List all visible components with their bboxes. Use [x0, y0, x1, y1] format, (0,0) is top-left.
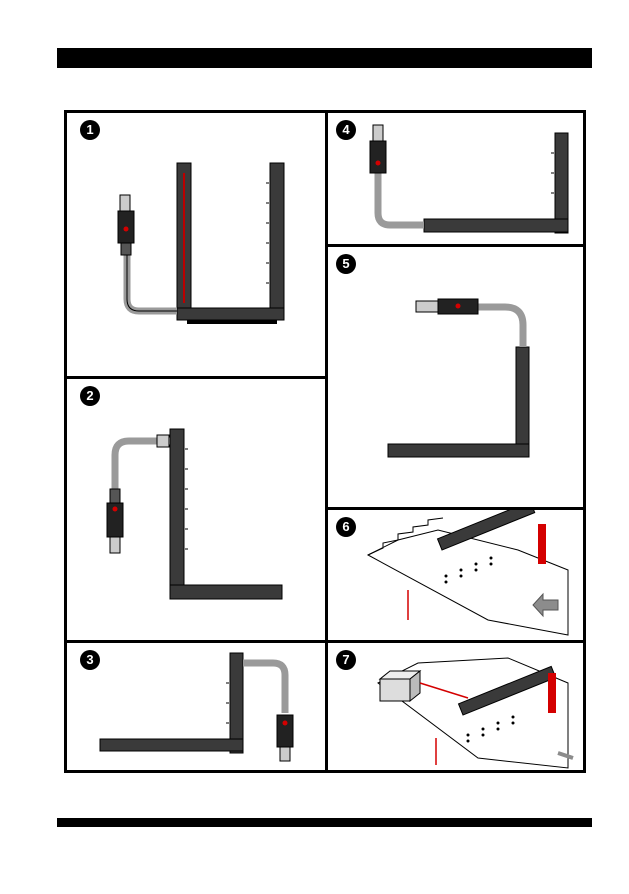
connector-plug — [277, 715, 293, 747]
step-1-illustration — [67, 113, 325, 376]
step-6-panel: 6 — [328, 510, 583, 640]
figure-frame: 1 2 — [64, 110, 586, 773]
light-curtain-profile — [270, 163, 284, 313]
cable — [478, 307, 523, 347]
header-bar — [57, 48, 592, 68]
light-curtain-profile — [516, 347, 529, 457]
light-curtain-profile — [230, 653, 243, 753]
step-2-illustration — [67, 379, 325, 640]
light-curtain-profile — [555, 133, 568, 233]
step-5-illustration — [328, 247, 583, 507]
step-7-panel: 7 — [328, 643, 583, 770]
footer-bar — [57, 818, 592, 827]
cable — [243, 663, 285, 713]
cable — [378, 173, 424, 225]
step-3-illustration — [67, 643, 325, 770]
step-4-illustration — [328, 113, 583, 244]
step-1-panel: 1 — [67, 113, 325, 376]
step-2-panel: 2 — [67, 379, 325, 640]
step-5-panel: 5 — [328, 247, 583, 507]
step-4-panel: 4 — [328, 113, 583, 244]
step-3-panel: 3 — [67, 643, 325, 770]
cable — [115, 441, 170, 489]
connector-plug — [370, 141, 386, 173]
light-curtain-profile — [170, 429, 184, 599]
cable — [127, 253, 177, 311]
step-7-illustration — [328, 643, 583, 770]
conveyor-object — [380, 679, 410, 701]
step-6-illustration — [328, 510, 583, 640]
